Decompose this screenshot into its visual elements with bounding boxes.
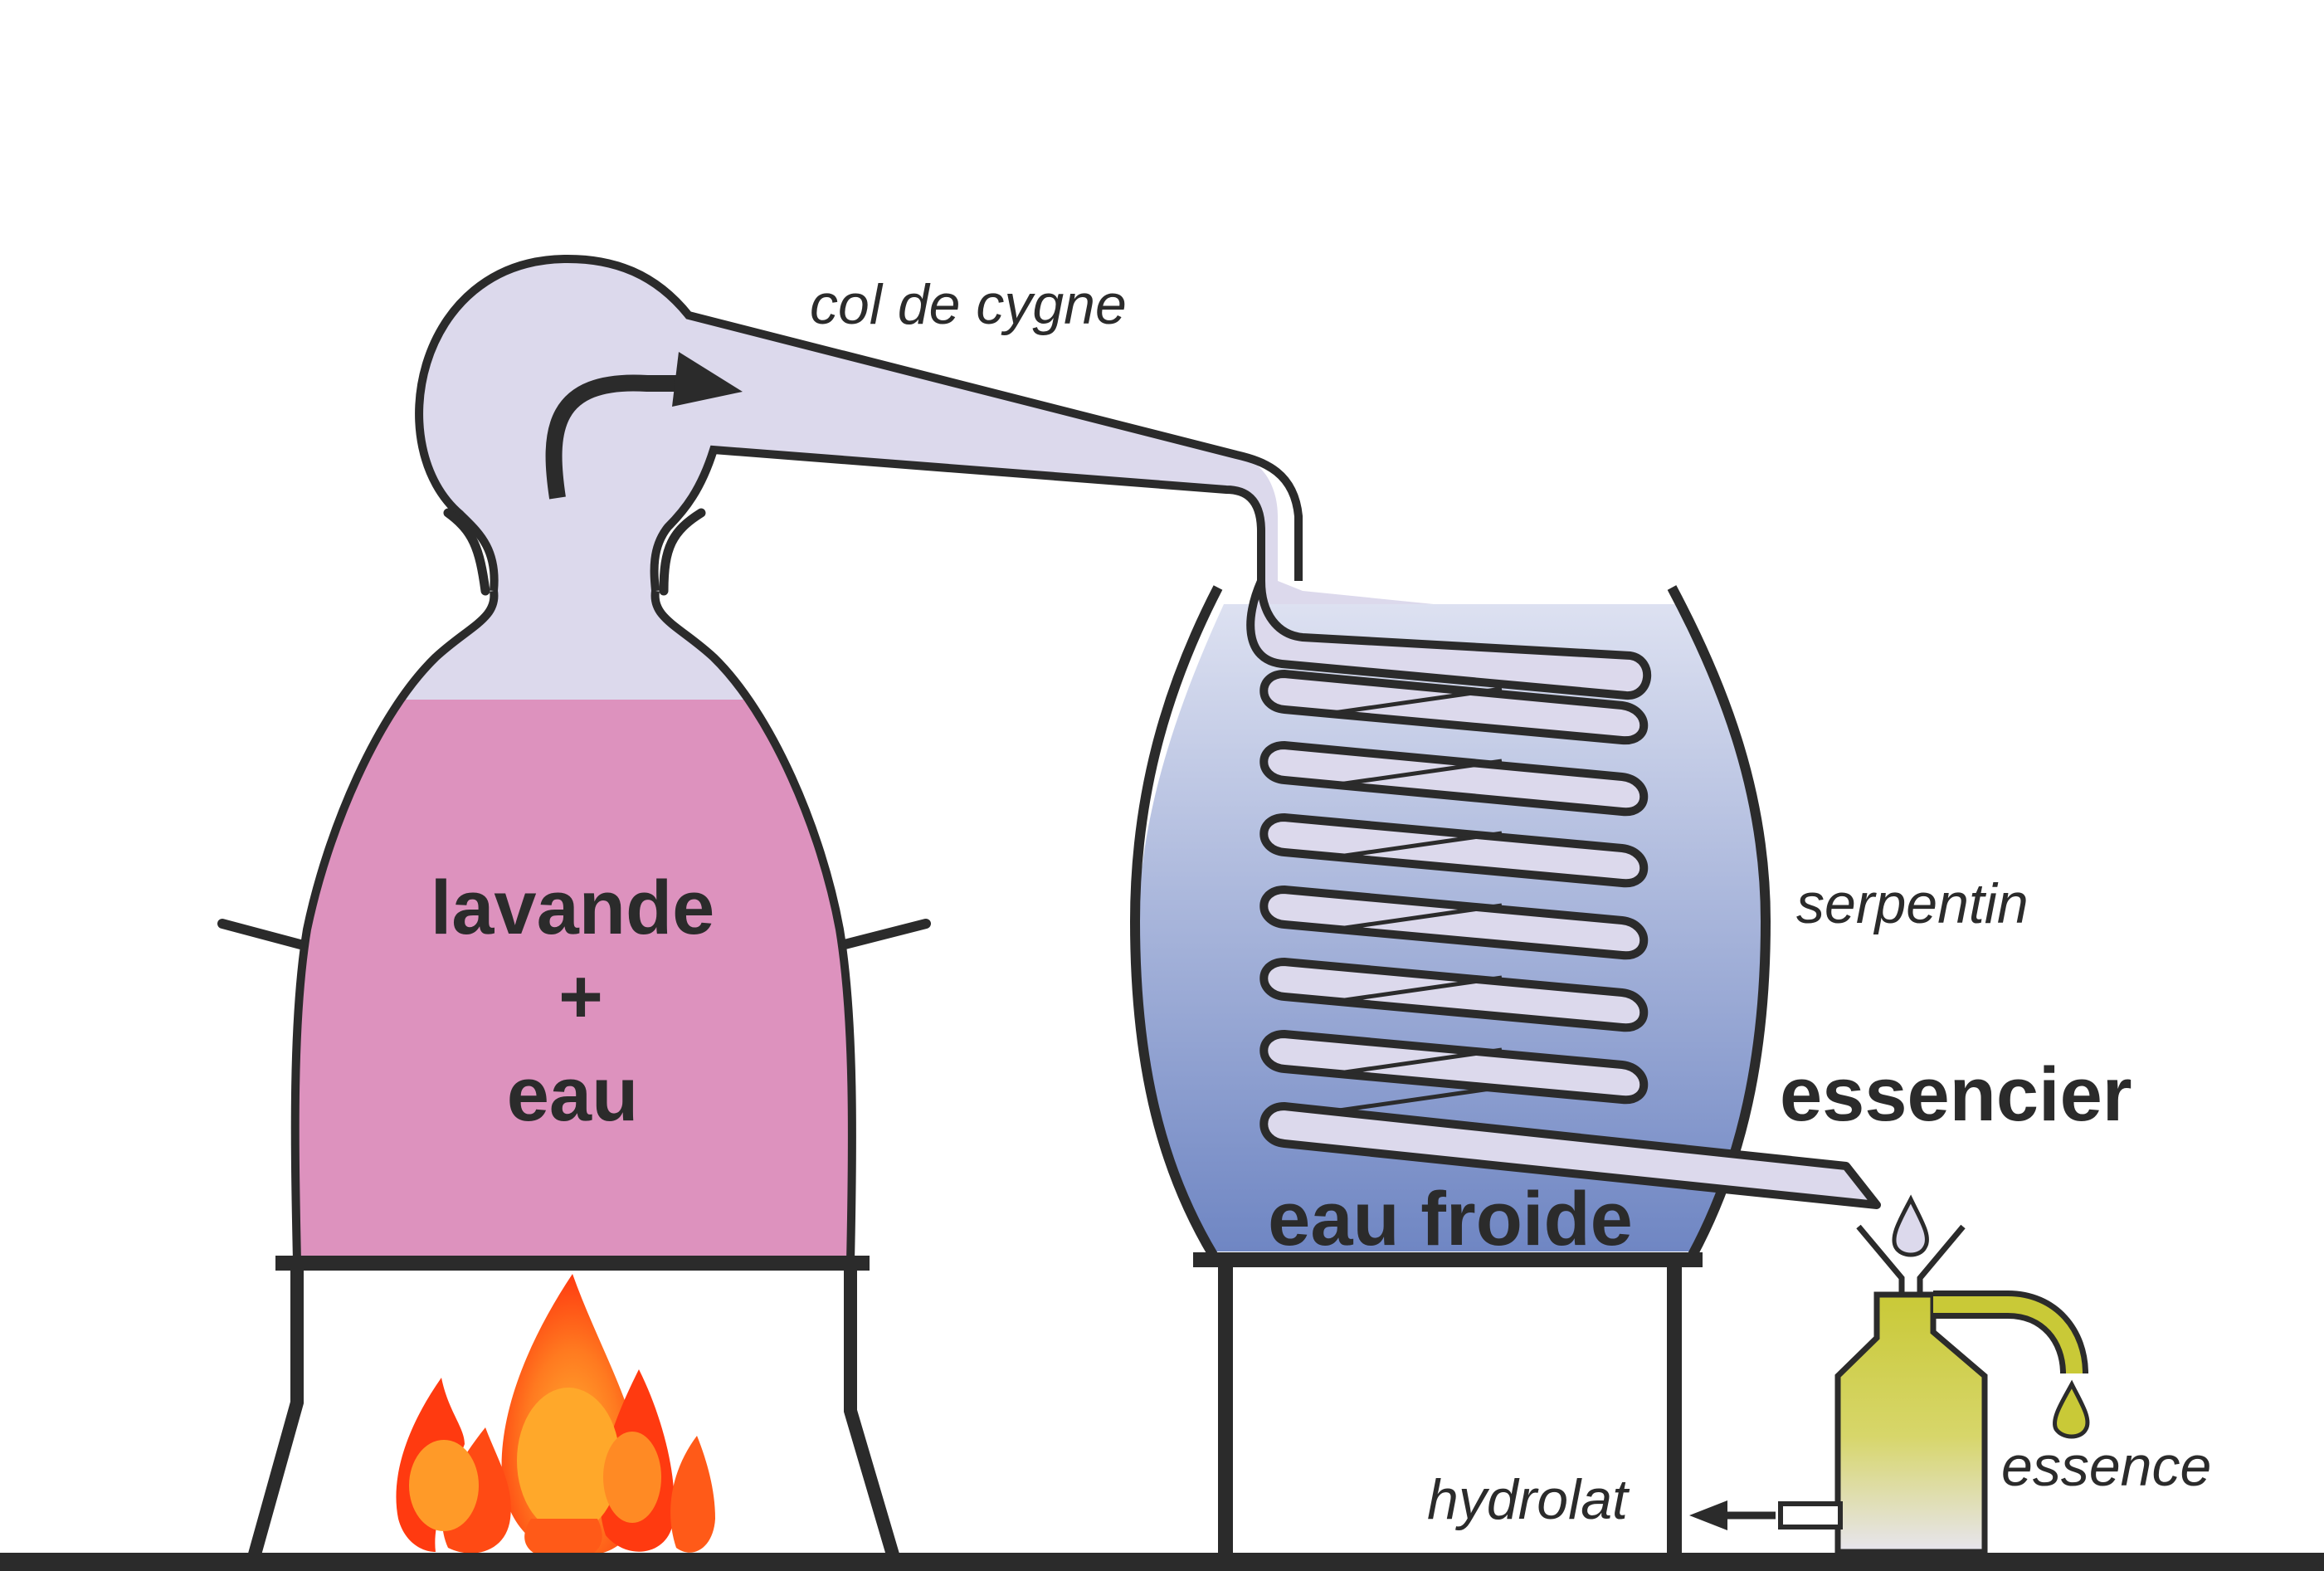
floral-water-label: hydrolat	[1427, 1468, 1630, 1531]
still-stand-leg-left	[246, 1270, 304, 1563]
collar-hook-left	[443, 508, 490, 596]
still-handle-right	[840, 919, 931, 949]
flow-arrow-icon	[545, 352, 743, 500]
coil-serpentin	[1246, 578, 1881, 1209]
still-handle-left	[217, 919, 305, 949]
collar-hook-right	[659, 508, 706, 596]
water-drop-icon	[1892, 1194, 1929, 1257]
still-contents-label-1: lavande	[431, 866, 715, 950]
swan-neck-label: col de cygne	[810, 273, 1127, 336]
outflow-arrow-icon	[1689, 1500, 1776, 1530]
condenser-water-label: eau froide	[1268, 1177, 1633, 1261]
condenser-tank	[1129, 578, 1881, 1560]
still-contents-label-2: +	[558, 954, 603, 1039]
oil-drop-icon	[2053, 1379, 2090, 1439]
separator-essencier	[1689, 1194, 2090, 1555]
still-liquid	[295, 700, 852, 1261]
fire-icon	[396, 1274, 715, 1560]
separator-label: essencier	[1780, 1052, 2132, 1137]
still-contents-label-3: eau	[507, 1052, 639, 1137]
still-stand-leg-right	[844, 1270, 901, 1563]
alembic-still	[217, 254, 1635, 1563]
coil-label: serpentin	[1796, 872, 2029, 935]
essential-oil-label: essence	[2001, 1435, 2211, 1498]
